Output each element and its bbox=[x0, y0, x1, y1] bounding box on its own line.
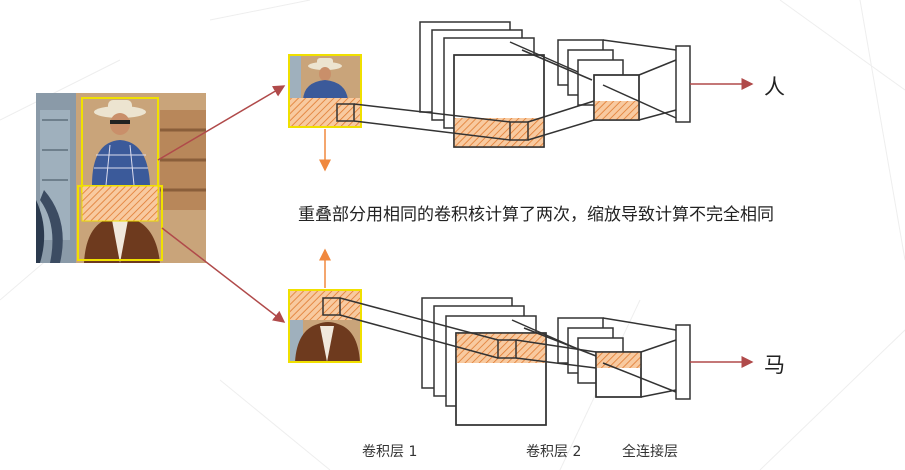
arrow-to-bottom-crop bbox=[161, 227, 286, 323]
crop-horse bbox=[288, 289, 362, 363]
arrow-to-top-crop bbox=[157, 85, 286, 161]
output-label-person: 人 bbox=[764, 75, 785, 99]
output-label-horse: 马 bbox=[764, 353, 785, 377]
crop-person bbox=[288, 54, 362, 128]
cnn-top bbox=[353, 21, 691, 148]
source-photo bbox=[36, 93, 206, 263]
cnn-bottom bbox=[339, 297, 691, 426]
overlap-note: 重叠部分用相同的卷积核计算了两次，缩放导致计算不完全相同 bbox=[298, 205, 774, 225]
layer-label-conv2: 卷积层 2 bbox=[526, 444, 582, 460]
layer-label-fc: 全连接层 bbox=[622, 444, 678, 460]
layer-label-conv1: 卷积层 1 bbox=[362, 444, 418, 460]
